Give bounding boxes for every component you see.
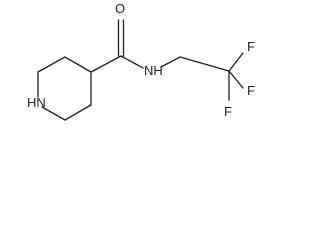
fluorine-top-atom-label: F <box>247 39 255 54</box>
oxygen-atom-label: O <box>115 1 125 16</box>
fluorine-bottom-atom-label: F <box>224 104 232 119</box>
piperidine-ring <box>37 56 92 121</box>
bond-carbonyl-carbon-amide-n <box>120 55 144 69</box>
bond-cf3-f-top <box>228 52 244 72</box>
bond-ring-c4-c3 <box>64 56 92 73</box>
bond-ch2-cf3 <box>179 56 230 72</box>
molecule-structure-diagram: O HN NH F F F <box>27 1 255 121</box>
bond-amide-n-ch2 <box>160 56 181 68</box>
ring-nitrogen-atom-label: HN <box>27 95 46 110</box>
bond-c4-carbonyl-carbon <box>90 55 122 73</box>
fluorine-right-atom-label: F <box>247 83 255 98</box>
carboxamide-group <box>90 19 144 73</box>
bond-ring-n1-c6 <box>41 106 66 121</box>
bond-cf3-f-right <box>228 70 244 89</box>
bond-ring-c3-c2 <box>37 56 66 73</box>
bond-ring-c6-c5 <box>64 104 92 121</box>
trifluoroethyl-group <box>160 52 244 101</box>
amide-nitrogen-atom-label: NH <box>144 63 163 78</box>
